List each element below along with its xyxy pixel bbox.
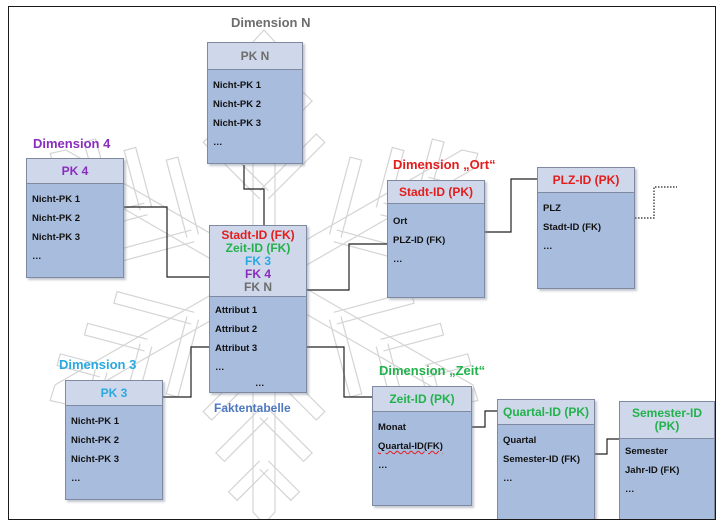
dimension-zeit-label: Dimension „Zeit“ (379, 363, 486, 378)
table-header: Semester-ID (PK) (620, 402, 714, 439)
table-header: PK N (208, 43, 302, 70)
pk-label: PK N (240, 48, 270, 63)
pk-label: Quartal-ID (PK) (502, 404, 589, 419)
table-row: … (255, 378, 265, 389)
table-row: … (215, 362, 225, 373)
pk-label: Semester-ID (PK) (631, 406, 703, 433)
table-row: PLZ (543, 203, 561, 214)
table-row: … (543, 241, 553, 252)
table-row: Stadt-ID (FK) (543, 222, 602, 233)
fk-3-label: FK 3 (244, 253, 271, 268)
table-header: Stadt-ID (PK) (388, 181, 484, 204)
table-row: Attribut 2 (215, 324, 258, 335)
link-fakt-stadt (279, 243, 387, 291)
table-row: Nicht-PK 1 (32, 194, 81, 205)
table-row: PLZ-ID (FK) (393, 235, 446, 246)
table-stadt[interactable]: Stadt-ID (PK) Ort PLZ-ID (FK) … (387, 180, 485, 298)
table-row: Nicht-PK 1 (213, 80, 262, 91)
table-header: PK 4 (27, 159, 123, 184)
table-row: Nicht-PK 3 (213, 118, 262, 129)
table-row: Nicht-PK 2 (32, 213, 81, 224)
link-stadt-plz (485, 178, 537, 233)
fk-stadt-label: Stadt-ID (FK) (221, 227, 295, 242)
link-fakt-zeit (307, 346, 372, 398)
table-row: Quartal (503, 435, 537, 446)
pk-label: PLZ-ID (PK) (552, 172, 620, 187)
table-row: … (71, 473, 81, 484)
table-header: Quartal-ID (PK) (498, 400, 594, 425)
pk-label: PK 3 (100, 385, 128, 400)
table-dimension-n[interactable]: PK N Nicht-PK 1 Nicht-PK 2 Nicht-PK 3 … (207, 42, 303, 164)
link-zeit-quartal (472, 410, 497, 428)
table-zeit[interactable]: Zeit-ID (PK) Monat Quartal-ID(FK) … (372, 386, 472, 506)
link-quartal-semester (595, 438, 619, 455)
dimension-4-label: Dimension 4 (33, 136, 111, 151)
dimension-ort-label: Dimension „Ort“ (393, 157, 496, 172)
table-row: … (378, 460, 388, 471)
table-row: Nicht-PK 1 (71, 416, 120, 427)
table-row: … (32, 251, 42, 262)
pk-label: Stadt-ID (PK) (399, 184, 473, 199)
table-row: Nicht-PK 2 (71, 435, 120, 446)
table-header: PK 3 (66, 381, 162, 406)
table-quartal[interactable]: Quartal-ID (PK) Quartal Semester-ID (FK)… (497, 399, 595, 519)
table-dimension-4[interactable]: PK 4 Nicht-PK 1 Nicht-PK 2 Nicht-PK 3 … (26, 158, 124, 278)
relationship-lines (124, 165, 677, 455)
table-row: … (213, 137, 223, 148)
link-dimn-fakt (243, 165, 265, 225)
table-row: Quartal-ID(FK) (378, 441, 443, 452)
pk-label: PK 4 (61, 163, 89, 178)
link-dim3-fakt (159, 346, 209, 398)
table-row: … (393, 254, 403, 265)
table-row: Ort (393, 216, 408, 227)
dimension-n-label: Dimension N (231, 15, 311, 30)
faktentabelle-caption: Faktentabelle (214, 401, 291, 415)
pk-label: Zeit-ID (PK) (389, 391, 455, 406)
fk-n-label: FK N (244, 279, 272, 294)
table-dimension-3[interactable]: PK 3 Nicht-PK 1 Nicht-PK 2 Nicht-PK 3 … (65, 380, 163, 500)
table-plz[interactable]: PLZ-ID (PK) PLZ Stadt-ID (FK) … (537, 167, 635, 289)
table-row: Attribut 3 (215, 343, 258, 354)
dimension-3-label: Dimension 3 (59, 357, 137, 372)
table-row: Nicht-PK 3 (32, 232, 81, 243)
table-row: … (625, 484, 635, 495)
table-row: Jahr-ID (FK) (625, 465, 680, 476)
table-row: Semester (625, 446, 668, 457)
table-row: Nicht-PK 2 (213, 99, 262, 110)
link-dim4-fakt (124, 206, 209, 278)
fk-4-label: FK 4 (244, 266, 271, 281)
link-plz-next (635, 186, 677, 219)
table-header: Stadt-ID (FK) Zeit-ID (FK) FK 3 FK 4 FK … (210, 226, 306, 297)
fk-zeit-label: Zeit-ID (FK) (225, 240, 291, 255)
table-row: Attribut 1 (215, 305, 258, 316)
table-header: PLZ-ID (PK) (538, 168, 634, 193)
table-row: Monat (378, 422, 406, 433)
table-row: Nicht-PK 3 (71, 454, 120, 465)
table-row: Semester-ID (FK) (503, 454, 581, 465)
table-semester[interactable]: Semester-ID (PK) Semester Jahr-ID (FK) … (619, 401, 715, 519)
table-header: Zeit-ID (PK) (373, 387, 471, 412)
diagram-frame: Dimension N Dimension 4 Dimension 3 Dime… (8, 6, 716, 520)
table-row: … (503, 473, 513, 484)
table-faktentabelle[interactable]: Stadt-ID (FK) Zeit-ID (FK) FK 3 FK 4 FK … (209, 225, 307, 393)
